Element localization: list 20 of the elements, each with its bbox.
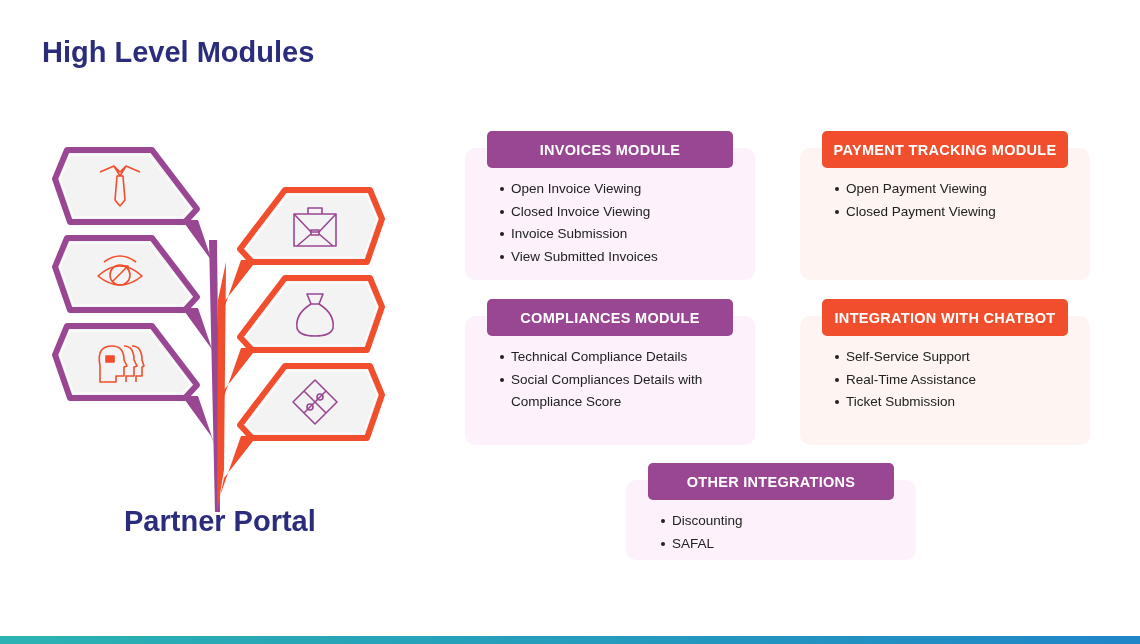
bullet-item: View Submitted Invoices [511,248,658,264]
bullet-item: Open Invoice Viewing [511,181,642,196]
bullet-item: Open Payment Viewing [846,181,987,196]
bullet-item: Social Compliances Details with Compliance Score [511,371,703,410]
bullet-item: Closed Invoice Viewing [511,203,651,219]
bullet-item: Ticket Submission [846,394,956,410]
module-header: INTEGRATION WITH CHATBOT [822,299,1068,336]
portal-label: Partner Portal [124,505,316,538]
module-header: INVOICES MODULE [487,131,733,168]
bullet-item: Technical Compliance Details [511,349,688,364]
bullet-item: Self-Service Support [846,349,970,364]
bullet-item: Real-Time Assistance [846,371,977,387]
module-header: COMPLIANCES MODULE [487,299,733,336]
module-header: PAYMENT TRACKING MODULE [822,131,1068,168]
bullet-item: Discounting [672,513,743,528]
slide-title: High Level Modules [42,36,315,69]
bullet-item: SAFAL [672,535,715,551]
module-header: OTHER INTEGRATIONS [648,463,894,500]
bullet-item: Invoice Submission [511,226,628,242]
bullet-item: Closed Payment Viewing [846,203,996,219]
